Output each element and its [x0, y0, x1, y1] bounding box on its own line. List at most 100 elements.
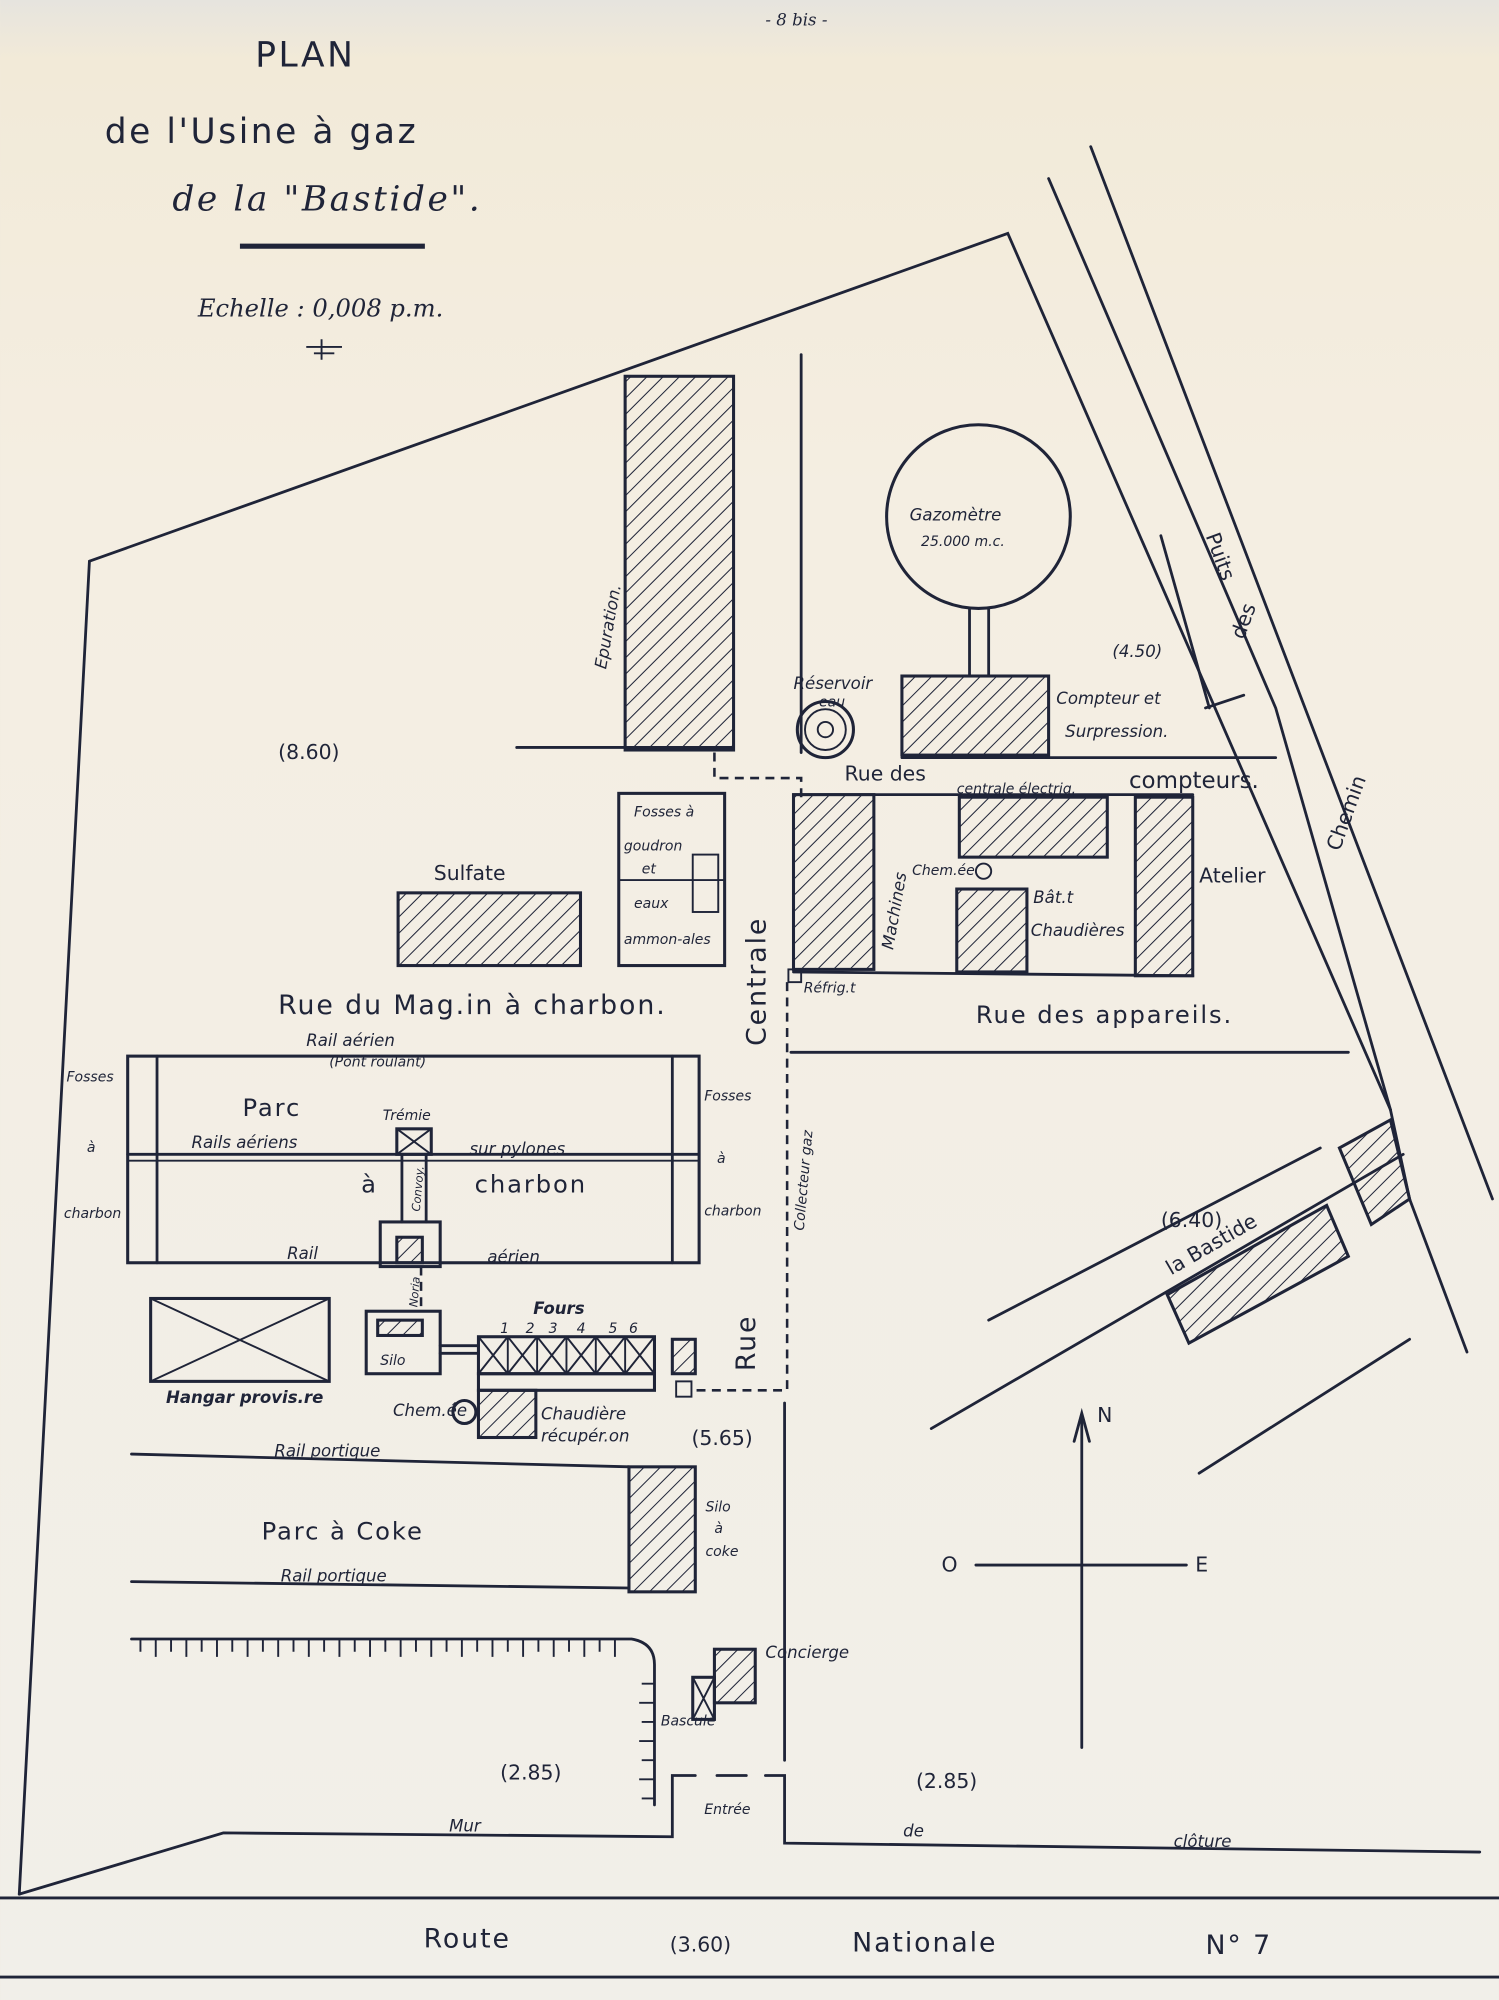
altitude-285-left: (2.85) — [500, 1760, 561, 1784]
label-fosses-2: goudron — [624, 839, 682, 855]
fence — [130, 1637, 656, 1807]
fours-battery — [476, 1335, 657, 1392]
label-compteur-2: Surpression. — [1065, 722, 1168, 741]
label-fosses-5: ammon-ales — [624, 932, 712, 948]
label-numero: N° 7 — [1205, 1930, 1272, 1961]
site-boundary — [17, 145, 1494, 1896]
label-gazometre: Gazomètre — [910, 505, 1002, 524]
compass-west: O — [941, 1552, 957, 1576]
bascule — [691, 1675, 716, 1721]
chimney-1 — [974, 862, 993, 880]
altitude-640: (6.40) — [1161, 1208, 1222, 1232]
label-fosses-4: eaux — [634, 896, 669, 912]
chimney-2 — [451, 1398, 478, 1425]
label-concierge: Concierge — [765, 1643, 849, 1662]
label-de: de — [903, 1822, 924, 1841]
building-bastide-2 — [1337, 1117, 1412, 1227]
four-number: 3 — [549, 1321, 558, 1337]
building-machines — [791, 793, 876, 971]
building-atelier — [1133, 795, 1195, 978]
hangar-provisoire — [149, 1296, 331, 1383]
label-route: Route — [424, 1924, 511, 1955]
label-gazometre-capacity: 25.000 m.c. — [921, 534, 1005, 550]
fours-numbers: 1 2 3 4 5 6 — [500, 1321, 638, 1337]
label-chaudiere-1: Chaudière — [541, 1405, 626, 1424]
label-silo-coke-1: Silo — [705, 1499, 730, 1515]
label-parc: Parc — [242, 1094, 301, 1122]
label-silo-coke-3: coke — [705, 1544, 738, 1560]
label-tremie: Trémie — [383, 1108, 431, 1124]
altitude-565: (5.65) — [691, 1426, 752, 1450]
four-number: 4 — [577, 1321, 586, 1337]
label-fosses-right-2: à — [717, 1151, 726, 1167]
label-fosses-3: et — [642, 862, 657, 878]
building-bastide-1 — [1165, 1203, 1351, 1346]
four-number: 1 — [500, 1321, 509, 1337]
label-cheminee-1: Chem.ée — [912, 863, 975, 879]
label-bat: Bât.t — [1033, 888, 1074, 907]
label-rail-aerien-top: Rail aérien — [306, 1031, 395, 1050]
label-rail-portique-1: Rail portique — [274, 1442, 380, 1461]
building-concierge — [712, 1647, 757, 1705]
label-entree: Entrée — [704, 1802, 750, 1818]
label-rails-aeriens: Rails aériens — [191, 1133, 297, 1152]
label-hangar: Hangar provis.re — [166, 1388, 323, 1407]
compass-east: E — [1195, 1552, 1208, 1576]
altitude-860: (8.60) — [278, 740, 339, 764]
label-cheminee-2: Chem.ée — [393, 1401, 467, 1420]
label-fosses-right-1: Fosses — [704, 1089, 752, 1105]
title-plan: PLAN — [255, 35, 355, 75]
label-rue-appareils: Rue des appareils. — [976, 1001, 1233, 1029]
label-fosses-1: Fosses à — [634, 804, 694, 820]
label-nationale: Nationale — [852, 1928, 997, 1959]
label-silo-coke-2: à — [714, 1521, 723, 1537]
label-fosses-left-1: Fosses — [66, 1070, 114, 1086]
label-rue: Rue — [731, 1315, 762, 1372]
label-compteur-1: Compteur et — [1056, 689, 1162, 708]
altitude-285-right: (2.85) — [916, 1769, 977, 1793]
building-centrale — [957, 795, 1109, 859]
label-parc-coke: Parc à Coke — [262, 1518, 424, 1546]
scale-label: Echelle : 0,008 p.m. — [197, 294, 443, 322]
label-noria: Noria — [406, 1276, 423, 1308]
title-usine: de l'Usine à gaz — [105, 112, 419, 152]
label-cloture: clôture — [1174, 1832, 1232, 1851]
label-fosses-left-2: à — [87, 1140, 96, 1156]
parc-a-charbon — [126, 1054, 701, 1269]
four-number: 2 — [526, 1321, 535, 1337]
label-a: à — [361, 1171, 378, 1199]
label-reservoir: Réservoir — [794, 674, 874, 693]
label-convoy: Convoy. — [409, 1165, 427, 1212]
label-charbon: charbon — [475, 1171, 587, 1199]
label-rail-portique-2: Rail portique — [281, 1567, 387, 1586]
label-atelier: Atelier — [1199, 864, 1266, 888]
altitude-360: (3.60) — [670, 1933, 731, 1957]
reservoir-eau — [795, 700, 855, 760]
label-chaudiere-2: récupér.on — [541, 1426, 630, 1445]
page-ref: - 8 bis - — [765, 11, 827, 30]
scale-mark — [306, 339, 342, 360]
compass-north: N — [1097, 1403, 1112, 1427]
label-aerien-bottom: aérien — [487, 1248, 539, 1267]
compass-rose: N O E — [941, 1403, 1208, 1749]
label-sur-pylones: sur pylones — [470, 1139, 566, 1158]
label-fosses-left-3: charbon — [64, 1206, 121, 1222]
label-reservoir-eau: eau — [819, 695, 845, 711]
building-sulfate — [396, 891, 583, 968]
building-compteur — [900, 674, 1051, 757]
silo — [364, 1309, 442, 1376]
building-epuration — [623, 374, 736, 752]
label-compteurs: compteurs. — [1129, 768, 1259, 794]
label-sulfate: Sulfate — [434, 861, 506, 885]
label-rail-bottom: Rail — [287, 1244, 318, 1263]
label-fosses-right-3: charbon — [704, 1204, 761, 1220]
label-fours: Fours — [533, 1299, 584, 1318]
four-number: 6 — [629, 1321, 638, 1337]
small-building — [670, 1337, 697, 1376]
building-chaudiere-recuperation — [476, 1388, 538, 1440]
label-chaudieres: Chaudières — [1031, 921, 1125, 940]
silo-a-coke — [627, 1465, 697, 1594]
label-mur: Mur — [449, 1817, 482, 1836]
label-refrig: Réfrig.t — [804, 980, 856, 996]
